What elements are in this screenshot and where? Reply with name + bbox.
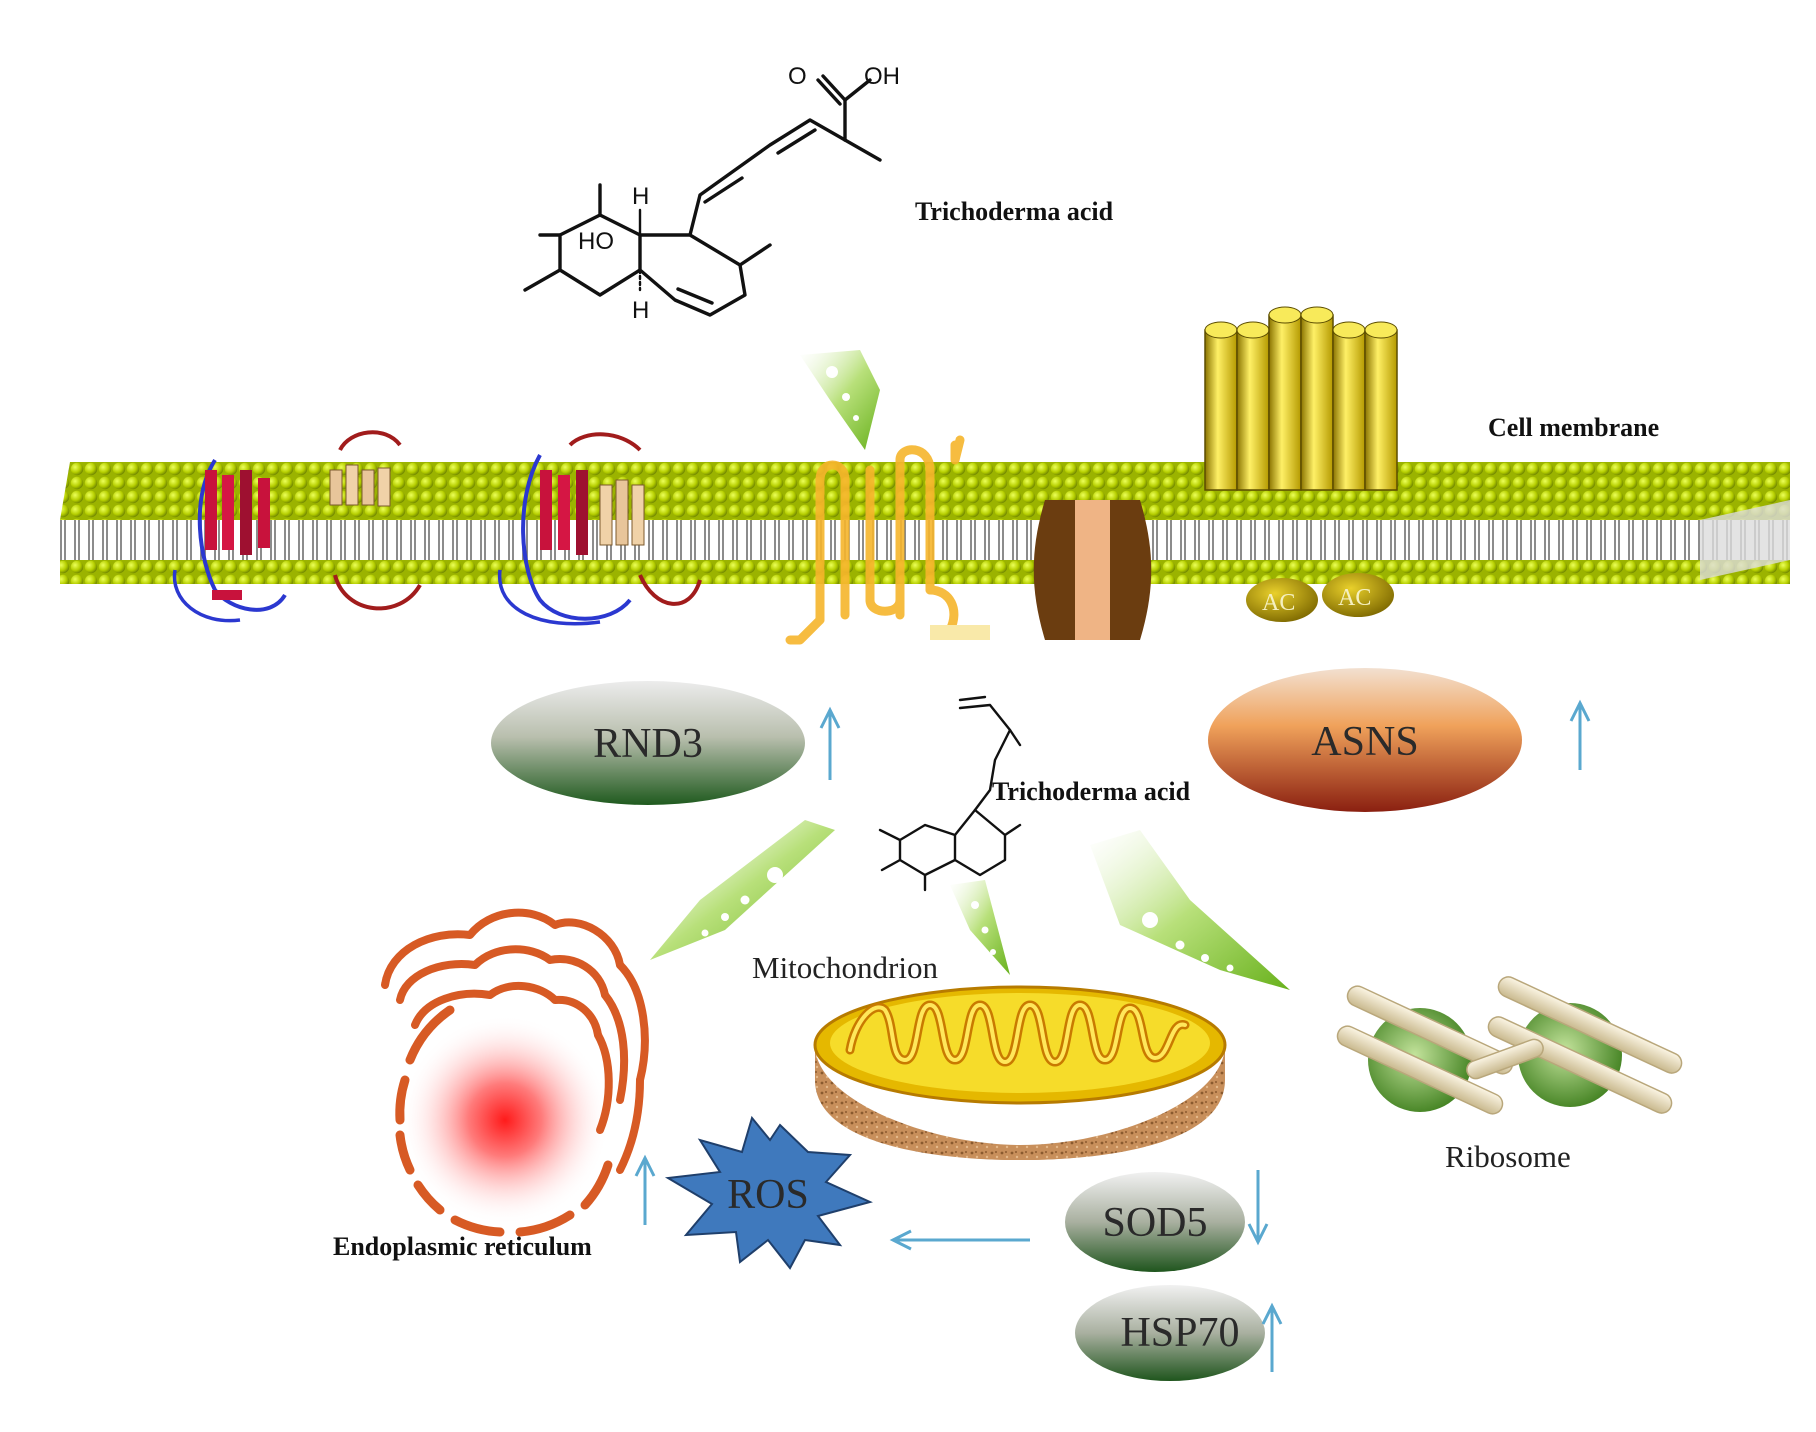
asns-up-arrow — [1569, 699, 1591, 770]
ion-channel-brown — [1033, 500, 1152, 640]
green-arrow-molecule-to-membrane — [800, 350, 880, 450]
green-arrow-to-ribosome — [1090, 830, 1290, 990]
ribosome-label: Ribosome — [1445, 1139, 1571, 1174]
ac-label-1: AC — [1262, 590, 1295, 616]
ribosome — [1336, 976, 1683, 1115]
endoplasmic-reticulum-label: Endoplasmic reticulum — [333, 1232, 592, 1261]
rnd3-marker: RND3 — [491, 681, 805, 805]
stereo-h-top-label: H — [632, 183, 649, 210]
rnd3-up-arrow — [819, 706, 841, 780]
receptor-protein-yellow — [785, 435, 965, 645]
asns-label: ASNS — [1311, 719, 1418, 765]
hsp70-up-arrow — [1261, 1302, 1283, 1372]
carbonyl-oxygen-label: O — [788, 63, 807, 90]
cell-membrane-label: Cell membrane — [1488, 413, 1659, 442]
sod5-down-arrow — [1247, 1170, 1269, 1246]
mitochondrion — [813, 985, 1227, 1160]
membrane-protein-2 — [329, 430, 422, 611]
rnd3-label: RND3 — [593, 721, 703, 767]
ring-hydroxyl-label: HO — [578, 228, 614, 255]
hsp70-label: HSP70 — [1120, 1310, 1239, 1356]
ac-subunit-2 — [1322, 573, 1394, 617]
adenylate-cyclase-complex: AC AC — [1204, 306, 1398, 622]
ac-subunit-1 — [1246, 578, 1318, 622]
ros-label: ROS — [727, 1172, 809, 1218]
hydroxyl-label: OH — [864, 63, 900, 90]
ac-label-2: AC — [1338, 585, 1371, 611]
trichoderma-acid-top-label: Trichoderma acid — [915, 197, 1114, 226]
green-arrow-to-mitochondrion — [950, 880, 1010, 975]
ros-marker: ROS — [664, 1115, 873, 1270]
membrane-protein-1 — [172, 458, 287, 623]
blue-arrow-sod5-to-ros — [889, 1229, 1030, 1251]
trichoderma-acid-structure-mid — [878, 695, 1022, 892]
receptor-protein-yellow-tail — [930, 625, 990, 640]
membrane-protein-3 — [497, 432, 702, 626]
green-arrow-to-er — [650, 820, 835, 960]
trichoderma-acid-mid-label: Trichoderma acid — [992, 777, 1191, 806]
hsp70-marker: HSP70 — [1075, 1285, 1265, 1381]
trichoderma-acid-structure-top: O OH HO H H — [523, 63, 900, 324]
sod5-label: SOD5 — [1102, 1200, 1207, 1246]
endoplasmic-reticulum — [381, 908, 649, 1237]
asns-marker: ASNS — [1208, 668, 1522, 812]
cell-membrane — [60, 462, 1790, 584]
er-up-arrow — [634, 1154, 656, 1225]
sod5-marker: SOD5 — [1065, 1172, 1245, 1272]
stereo-h-bottom-label: H — [632, 297, 649, 324]
mitochondrion-label: Mitochondrion — [752, 950, 938, 985]
